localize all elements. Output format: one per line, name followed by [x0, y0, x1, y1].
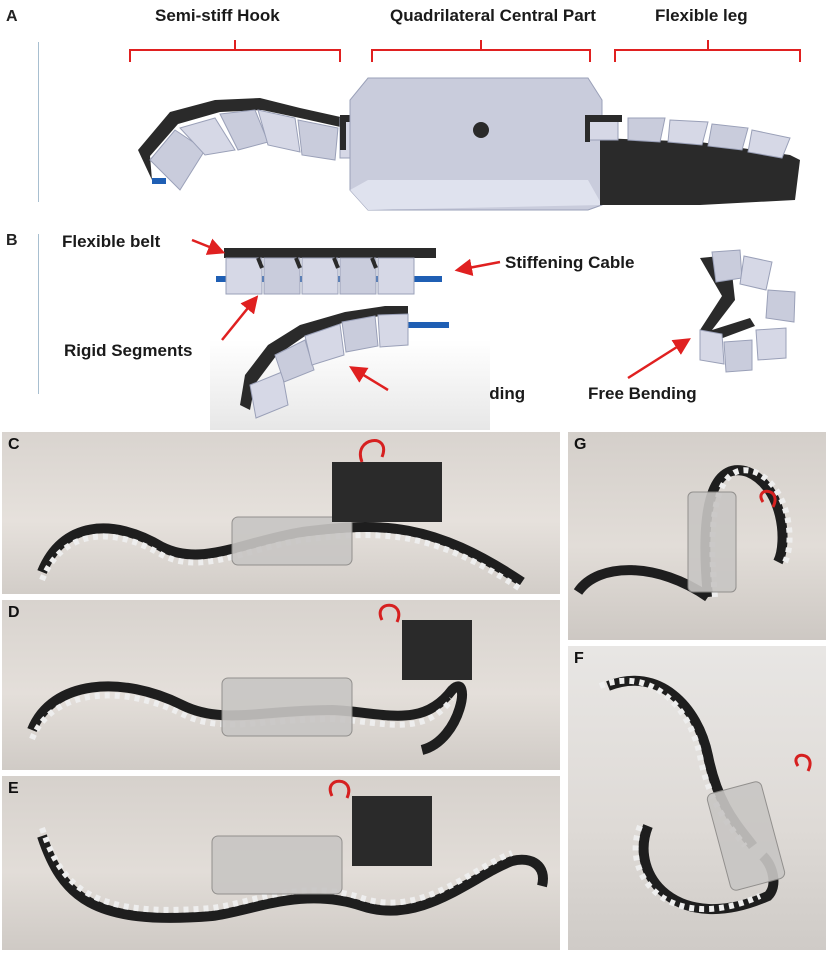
arrow-stiffening-cable	[454, 258, 501, 276]
section-label-central: Quadrilateral Central Part	[390, 6, 596, 25]
arrow-limited-bending	[349, 366, 389, 392]
callout-stiffening-cable: Stiffening Cable	[505, 253, 635, 272]
straight-belt	[216, 248, 442, 295]
diagram-illustration	[129, 40, 801, 430]
central-part	[349, 77, 603, 211]
section-label-leg: Flexible leg	[655, 6, 748, 25]
photo-panel-f: F	[568, 646, 826, 950]
hook-assembly	[138, 98, 372, 191]
arrow-rigid-segments	[221, 295, 259, 341]
leg-assembly	[585, 115, 800, 205]
photo-panel-e: E	[2, 776, 560, 950]
photo-label-d: D	[8, 604, 20, 621]
bracket-leg	[614, 40, 801, 62]
guide-line-a	[38, 42, 39, 202]
photo-panel-c: C	[2, 432, 560, 594]
photo-panel-d: D	[2, 600, 560, 770]
callout-flexible-belt: Flexible belt	[62, 232, 161, 251]
section-label-hook: Semi-stiff Hook	[155, 6, 280, 25]
arrow-free-bending	[627, 338, 691, 380]
callout-free-bending: Free Bending	[588, 384, 697, 403]
free-bending-belt	[699, 249, 796, 373]
photo-panel-g: G	[568, 432, 826, 640]
photo-label-e: E	[8, 780, 19, 797]
bracket-central	[371, 40, 591, 62]
callout-rigid-segments: Rigid Segments	[64, 341, 193, 360]
panel-label-a: A	[6, 8, 18, 25]
guide-line-b	[38, 234, 39, 394]
photo-label-f: F	[574, 650, 584, 667]
arrow-flexible-belt	[191, 238, 226, 255]
photo-label-g: G	[574, 436, 587, 453]
bracket-hook	[129, 40, 341, 62]
limited-bending-belt	[210, 306, 490, 430]
photo-label-c: C	[8, 436, 20, 453]
panel-label-b: B	[6, 232, 18, 249]
